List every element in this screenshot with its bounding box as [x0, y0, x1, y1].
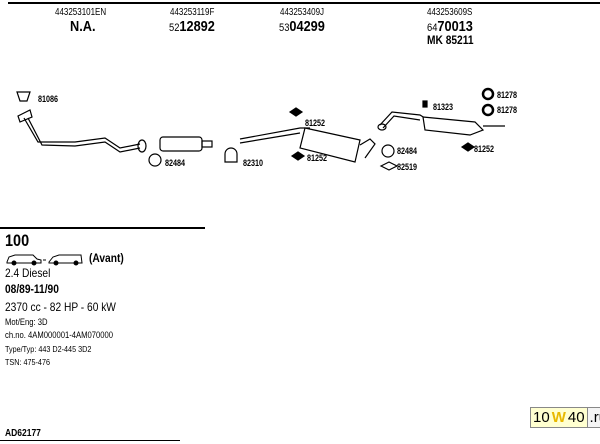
sedan-icon [6, 254, 42, 264]
rear-pipe [379, 111, 429, 129]
part-label: 81252 [307, 153, 328, 163]
ring-82484-icon [381, 144, 395, 158]
logo-part: .ru [586, 408, 600, 427]
footer-rule [0, 440, 180, 441]
front-muffler [159, 136, 203, 152]
top-rule [8, 2, 600, 4]
oe-number-3: 443253409J [280, 7, 325, 18]
oe-number-1: 443253101EN [55, 7, 107, 18]
chassis-range: ch.no. 4AM000001-4AM070000 [5, 330, 114, 340]
front-pipe [23, 117, 141, 153]
part-label: 81278 [497, 90, 518, 100]
production-period: 08/89-11/90 [5, 282, 59, 296]
ring-81278-icon [481, 103, 495, 117]
part-number-4: 6470013 [427, 18, 473, 35]
part-label: 82484 [165, 158, 186, 168]
exhaust-parts-drawing [16, 87, 505, 171]
logo-part: W [551, 408, 566, 427]
part-label: 81086 [38, 94, 59, 104]
car-body-icons [6, 254, 83, 266]
part-label: 81252 [474, 144, 495, 154]
part-label: 82484 [397, 146, 418, 156]
part-number-1: N.A. [70, 18, 96, 35]
ring-81278-icon [481, 87, 495, 101]
gasket-81086-icon [16, 91, 31, 102]
engine-specs: 2370 cc - 82 HP - 60 kW [5, 300, 116, 314]
gasket-82519-icon [379, 161, 399, 171]
hanger-81252-icon [288, 107, 304, 117]
part-number-3: 5304299 [279, 18, 325, 35]
hanger-81252-icon [290, 151, 306, 161]
oe-number-2: 443253119F [170, 7, 215, 18]
logo-part: 40 [565, 408, 587, 427]
clamp-82310-icon [224, 147, 238, 163]
ring-82484-icon [148, 153, 162, 167]
oe-number-4: 443253609S [427, 7, 473, 18]
part-label: 82310 [243, 158, 264, 168]
part-label: 81323 [433, 102, 454, 112]
middle-pipe [239, 127, 310, 144]
flange-icon [17, 109, 33, 123]
rear-muffler [422, 116, 485, 136]
engine: 2.4 Diesel [5, 266, 51, 280]
part-label: 81278 [497, 105, 518, 115]
catalog-code: AD62177 [5, 428, 41, 439]
model-name: 100 [5, 231, 30, 250]
engine-code: Mot/Eng: 3D [5, 317, 48, 327]
tsn-code: TSN: 475-476 [5, 357, 50, 367]
part-number-2: 5212892 [169, 18, 215, 35]
middle-muffler [299, 127, 361, 163]
logo-part: 10 [531, 408, 552, 427]
hanger-81323-icon [422, 100, 428, 108]
part-label: 81252 [305, 118, 326, 128]
body-type: (Avant) [89, 251, 124, 265]
section-rule [0, 227, 205, 229]
wagon-icon [48, 254, 83, 264]
part-label: 82519 [397, 162, 418, 172]
type-code: Type/Typ: 443 D2-445 3D2 [5, 344, 92, 354]
hanger-81252-icon [460, 142, 476, 152]
part-extra-4: MK 85211 [427, 33, 474, 47]
